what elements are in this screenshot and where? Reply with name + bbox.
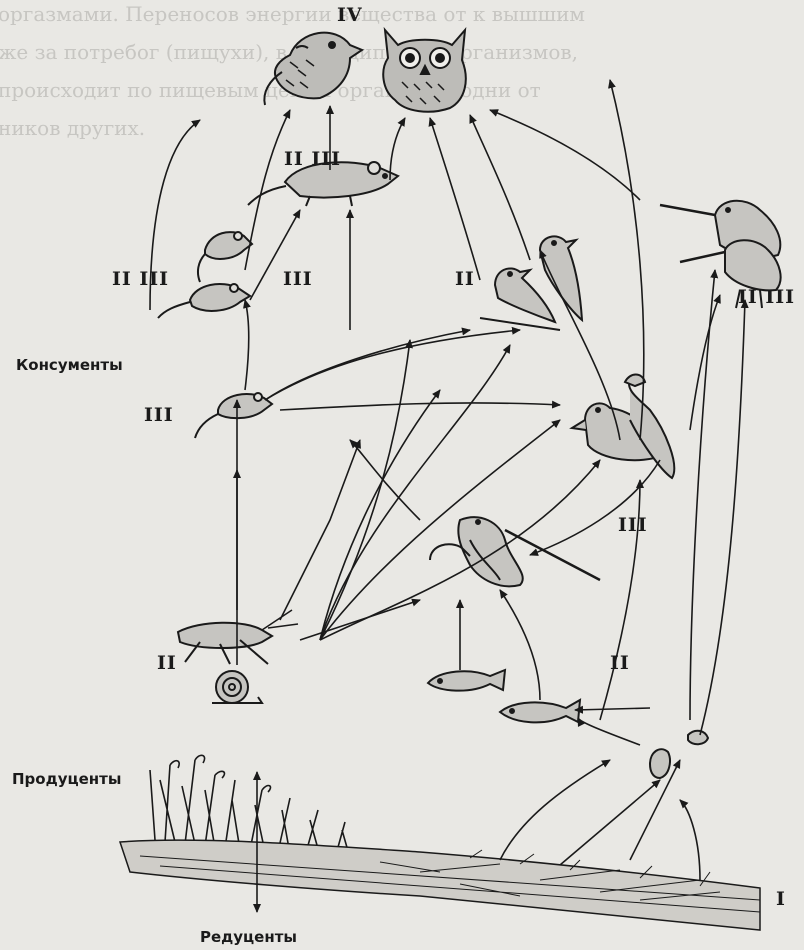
grasshopper-icon	[178, 610, 298, 664]
arrow	[560, 780, 660, 865]
level-label-mouse-left: II III	[112, 268, 169, 290]
arrow	[280, 440, 360, 620]
food-web-arrows	[150, 80, 745, 912]
consumers-label: Консументы	[16, 356, 123, 374]
arrow	[690, 270, 715, 720]
level-label-waterbirds: III	[618, 514, 648, 536]
arrow	[245, 110, 290, 270]
arrow	[300, 600, 420, 640]
arrow	[500, 760, 610, 860]
owl-icon	[383, 30, 466, 112]
arrow	[490, 110, 640, 200]
arrow	[350, 440, 420, 520]
arrow	[680, 800, 700, 880]
arrow	[470, 115, 530, 260]
level-label-mouse-mid: III	[283, 268, 313, 290]
arrow	[245, 300, 249, 390]
arrow	[280, 403, 560, 410]
heron-icon	[430, 517, 600, 586]
arrow	[575, 708, 650, 710]
snail-icon	[212, 671, 262, 703]
arrow	[578, 718, 640, 745]
arrow	[500, 590, 540, 700]
level-label-grasshopper: II	[157, 652, 177, 674]
level-label-snail-fish: II	[610, 652, 630, 674]
arrow	[530, 460, 660, 555]
mouse-icon	[195, 393, 272, 438]
mouse-icon	[158, 232, 252, 318]
arrow	[430, 118, 480, 280]
level-label-mouse-main: II III	[284, 148, 341, 170]
hawk-icon	[264, 33, 362, 105]
level-label-top: IV	[337, 4, 363, 26]
level-label-small-birds: II	[455, 268, 475, 290]
arrow	[390, 118, 405, 180]
level-label-waders: II III	[738, 286, 795, 308]
level-label-soil: I	[776, 888, 786, 910]
arrow	[690, 295, 720, 430]
arrow	[320, 420, 560, 640]
decomposers-label: Редуценты	[200, 928, 297, 946]
producers-label: Продуценты	[12, 770, 121, 788]
arrow	[610, 80, 644, 440]
level-label-mouse-low: III	[144, 404, 174, 426]
soil-icon	[120, 840, 760, 930]
bird-icon	[480, 236, 582, 330]
fish-icon	[428, 670, 580, 722]
snail-icon	[650, 731, 708, 778]
